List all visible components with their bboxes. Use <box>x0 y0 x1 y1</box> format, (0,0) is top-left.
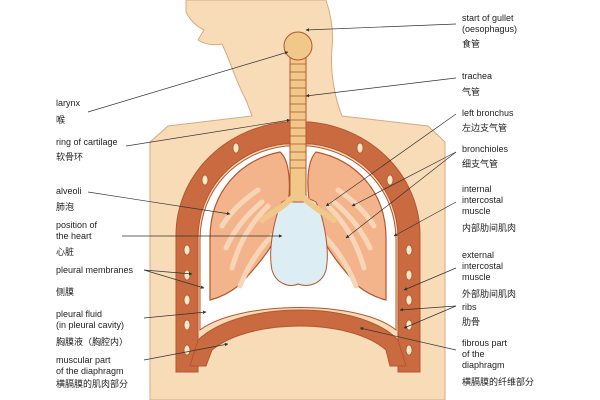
heart <box>270 197 328 286</box>
rib <box>183 319 191 331</box>
leader-lines <box>87 23 457 361</box>
label-larynx-zh: 喉 <box>56 116 66 126</box>
label-alveoli: alveoli <box>56 186 82 196</box>
label-gullet-zh: 食管 <box>462 40 481 50</box>
label-trachea: trachea <box>462 71 493 81</box>
label-bronchioles-zh: 细支气管 <box>462 160 499 170</box>
label-heart-position: position of the heart <box>56 220 98 241</box>
label-alveoli-zh: 肺泡 <box>56 203 75 213</box>
rib <box>183 344 191 356</box>
label-gullet: start of gullet (oesophagus) <box>462 13 518 34</box>
label-ring-cartilage-zh: 软骨环 <box>56 153 84 163</box>
rib <box>386 174 394 186</box>
label-external-intercostal: external intercostal muscle <box>462 250 504 282</box>
label-pleural-membranes: pleural membranes <box>56 265 134 275</box>
rib <box>232 142 240 154</box>
rib <box>183 244 191 256</box>
label-left-bronchus: left bronchus <box>462 108 514 118</box>
label-ring-cartilage: ring of cartilage <box>56 137 118 147</box>
rib <box>183 269 191 281</box>
label-pleural-fluid: pleural fluid (in pleural cavity) <box>56 309 125 330</box>
label-fibrous-diaphragm: fibrous part of the diaphragm <box>462 338 508 370</box>
ribs-group <box>183 142 413 356</box>
label-left-bronchus-zh: 左边支气管 <box>462 124 508 134</box>
label-bronchioles: bronchioles <box>462 144 509 154</box>
label-external-intercostal-zh: 外部肋间肌肉 <box>462 290 517 300</box>
label-muscular-diaphragm-zh: 横膈膜的肌肉部分 <box>56 380 129 390</box>
bronchi <box>259 195 337 223</box>
chest-wall <box>175 121 421 373</box>
rib <box>405 244 413 256</box>
label-pleural-fluid-zh: 胸膜液（胸腔内） <box>56 338 129 348</box>
diaphragm <box>189 309 407 367</box>
label-ribs-zh: 肋骨 <box>462 318 481 328</box>
larynx <box>283 31 313 61</box>
label-heart-position-zh: 心脏 <box>56 248 75 258</box>
label-internal-intercostal-zh: 内部肋间肌肉 <box>462 224 517 234</box>
rib <box>405 269 413 281</box>
label-internal-intercostal: internal intercostal muscle <box>462 184 504 216</box>
rib <box>405 294 413 306</box>
label-ribs: ribs <box>462 302 477 312</box>
label-pleural-membranes-zh: 侧膜 <box>56 288 75 298</box>
label-fibrous-diaphragm-zh: 横膈膜的纤维部分 <box>462 378 535 388</box>
rib <box>201 174 209 186</box>
label-larynx: larynx <box>56 98 81 108</box>
rib <box>183 294 191 306</box>
rib <box>405 344 413 356</box>
label-trachea-zh: 气管 <box>462 88 481 98</box>
rib <box>356 142 364 154</box>
label-muscular-diaphragm: muscular part of the diaphragm <box>56 355 124 376</box>
trachea <box>289 51 307 203</box>
lung-tissue <box>219 187 377 289</box>
